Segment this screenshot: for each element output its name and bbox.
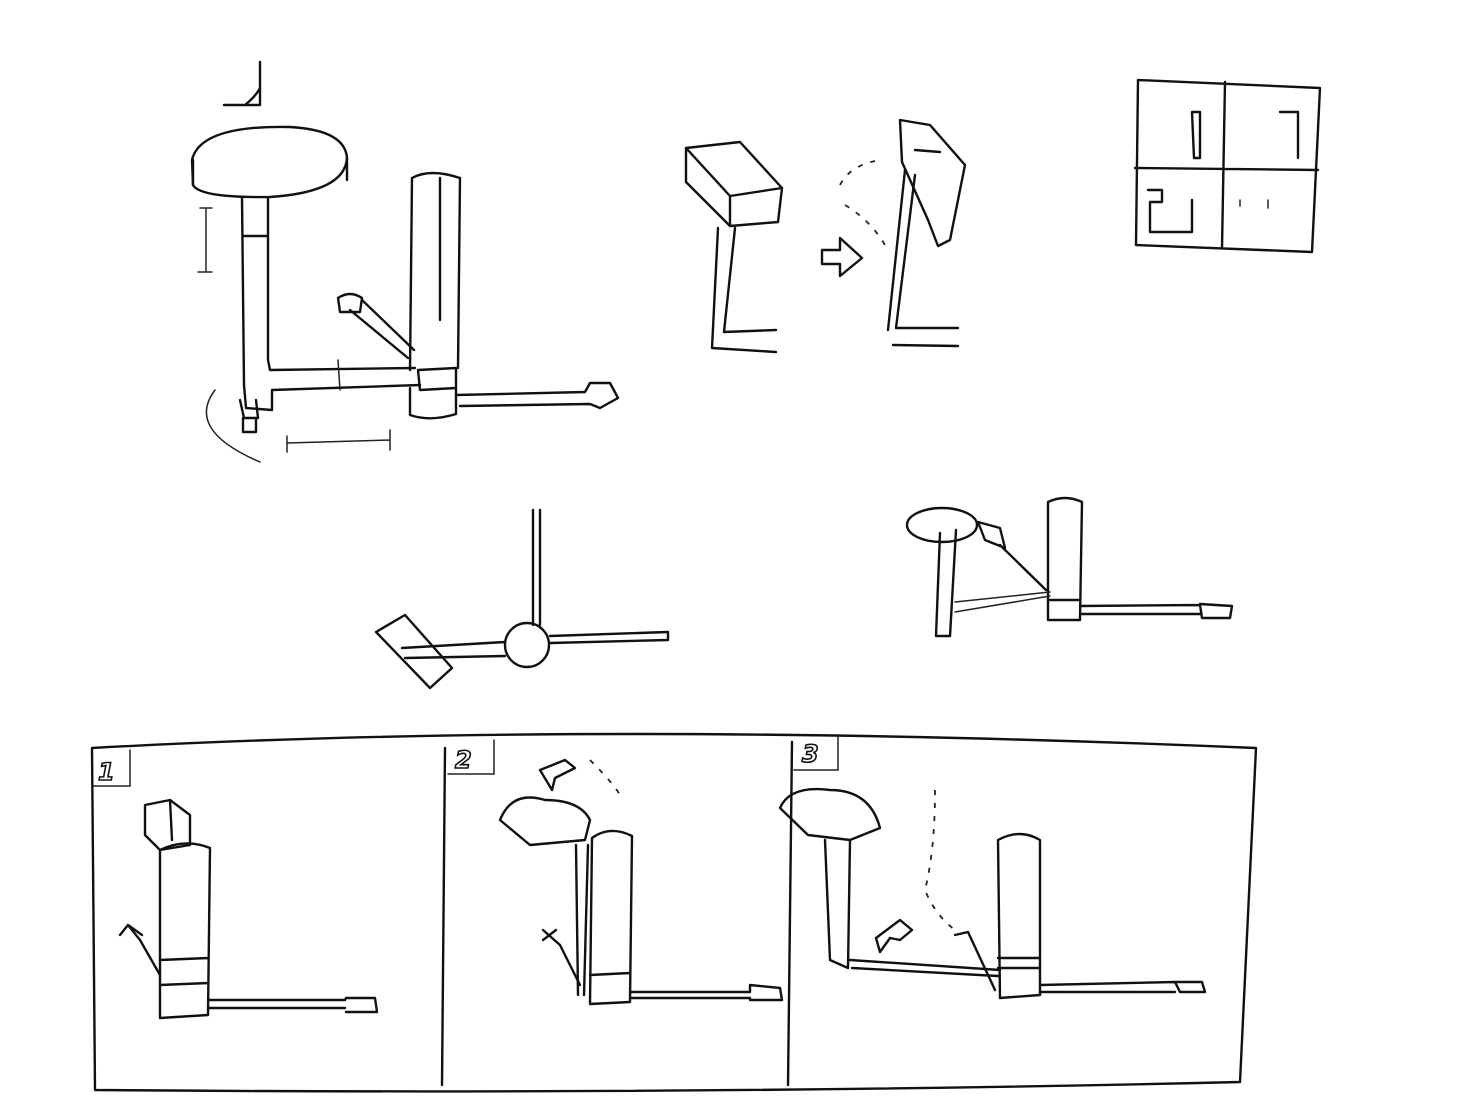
top-view-grid-sketch [1133, 78, 1322, 254]
panel-2-label: 2 [455, 746, 472, 774]
storyboard-frame [90, 732, 1258, 1093]
panel-1-sketch [118, 798, 379, 1020]
perspective-stool-sketch [905, 496, 1234, 638]
plan-view-sketch [374, 508, 670, 690]
panel-3-label: 3 [802, 740, 819, 768]
stool-with-column-sketch [190, 60, 620, 463]
panel-3-sketch [778, 787, 1207, 1000]
panel-2-sketch [498, 758, 784, 1006]
panel-1-label: 1 [98, 758, 115, 786]
tilting-seat-sketch [684, 118, 967, 354]
